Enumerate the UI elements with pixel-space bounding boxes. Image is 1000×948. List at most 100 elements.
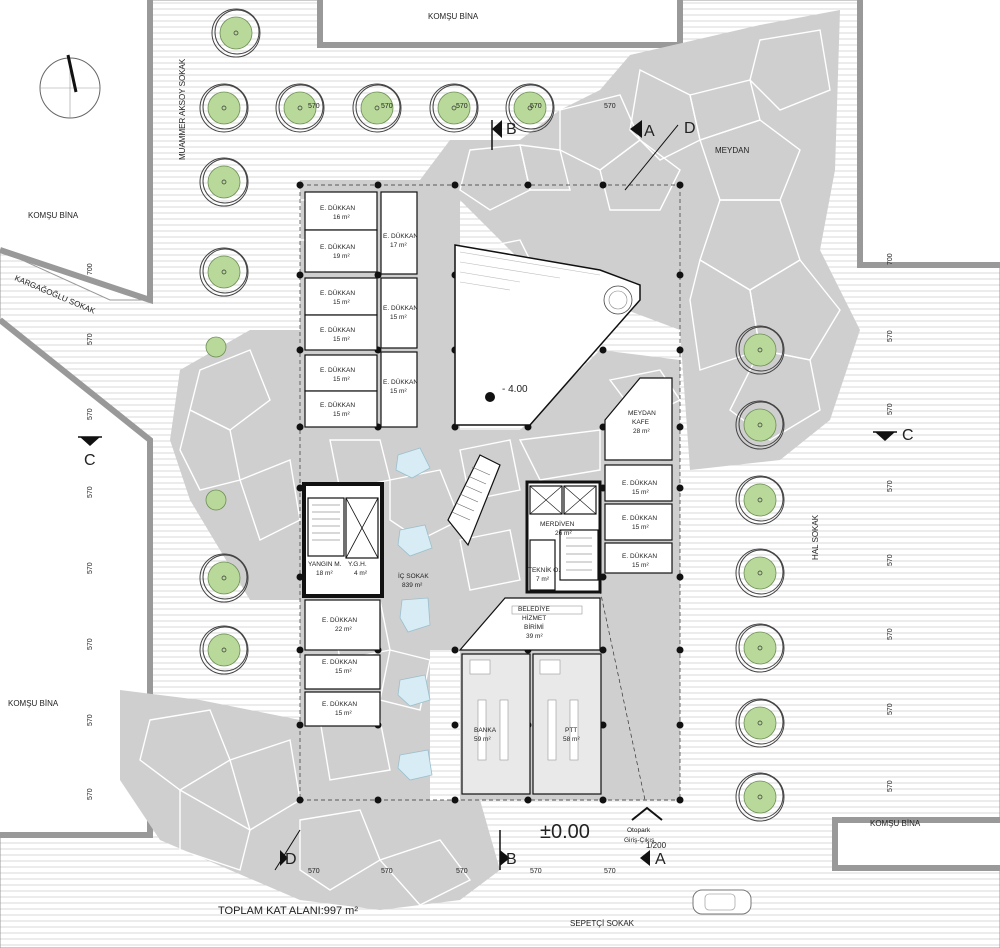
structural-column <box>451 721 459 729</box>
water-features <box>395 447 433 781</box>
shop-l1-area: 16 m² <box>333 214 350 221</box>
belediye-name-2: HİZMET <box>522 613 546 622</box>
tree-icon <box>275 83 325 133</box>
shrub-icon <box>205 489 227 511</box>
right-shop-block <box>604 377 673 574</box>
section-b-bottom: B <box>506 851 517 868</box>
structural-column <box>676 721 684 729</box>
dimensions: 570 570 570 570 570 570 570 570 570 570 … <box>87 103 894 875</box>
shop-l4-name: E. DÜKKAN <box>320 326 355 334</box>
belediye-name-3: BİRİMİ <box>524 622 544 631</box>
structural-column <box>676 646 684 654</box>
yangin-area: 18 m² <box>316 570 333 577</box>
lower-left-shops <box>304 599 381 727</box>
structural-column <box>374 271 382 279</box>
cafe-name-2: KAFE <box>632 419 650 426</box>
section-a-bottom: A <box>655 851 666 868</box>
central-stair <box>447 454 501 547</box>
dim-left-8: 570 <box>87 788 94 800</box>
dim-left-2: 570 <box>87 333 94 345</box>
ygh-area: 4 m² <box>354 570 368 577</box>
shop-l1-name: E. DÜKKAN <box>320 204 355 212</box>
floor-level-label: ±0.00 <box>540 821 590 843</box>
tree-icon <box>199 157 249 207</box>
structural-column <box>676 346 684 354</box>
shop-m2-name: E. DÜKKAN <box>383 304 418 312</box>
ic-sokak-name: İÇ SOKAK <box>398 571 429 580</box>
belediye-name-1: BELEDİYE <box>518 604 550 613</box>
cafe-name-1: MEYDAN <box>628 410 656 417</box>
structural-column <box>676 573 684 581</box>
shrub-icon <box>205 336 227 358</box>
public-services <box>458 597 602 795</box>
structural-column <box>296 484 304 492</box>
total-area-label: TOPLAM KAT ALANI:997 m² <box>218 905 358 917</box>
neighbour-left-upper-label: KOMŞU BİNA <box>28 211 79 220</box>
meydan-label: MEYDAN <box>715 146 749 155</box>
cafe-area: 28 m² <box>633 428 650 435</box>
tree-icon <box>505 83 555 133</box>
ptt-name: PTT <box>565 727 577 734</box>
dim-top-3: 570 <box>456 103 468 110</box>
structural-column <box>296 646 304 654</box>
tree-icon <box>211 8 261 58</box>
structural-column <box>676 796 684 804</box>
shop-m3-area: 15 m² <box>390 388 407 395</box>
shop-m3-name: E. DÜKKAN <box>383 378 418 386</box>
dim-right-1: 700 <box>887 253 894 265</box>
core-right <box>525 480 602 594</box>
shop-r2-area: 15 m² <box>632 524 649 531</box>
otopark-label-2: Giriş-Çıkış <box>624 837 655 844</box>
tree-icon <box>735 772 785 822</box>
shop-ll1-area: 22 m² <box>335 626 352 633</box>
shop-r2-name: E. DÜKKAN <box>622 514 657 522</box>
structural-column <box>451 646 459 654</box>
dim-bottom-5: 570 <box>604 868 616 875</box>
dim-right-4: 570 <box>887 480 894 492</box>
tree-icon <box>735 623 785 673</box>
shop-l2-name: E. DÜKKAN <box>320 243 355 251</box>
dim-right-8: 570 <box>887 780 894 792</box>
street-muammer-aksoy: MUAMMER AKSOY SOKAK <box>178 58 187 160</box>
section-b-top: B <box>506 121 517 138</box>
merdiven-name: MERDİVEN <box>540 519 575 528</box>
otopark-label-1: Otopark <box>627 827 651 834</box>
tree-icon <box>199 625 249 675</box>
section-c-right: C <box>902 427 914 444</box>
structural-column <box>599 646 607 654</box>
tree-icon <box>735 400 785 450</box>
dim-bottom-4: 570 <box>530 868 542 875</box>
core-left <box>302 482 384 598</box>
tree-icon <box>735 325 785 375</box>
structural-column <box>524 181 532 189</box>
shop-r1-area: 15 m² <box>632 489 649 496</box>
shop-l3-name: E. DÜKKAN <box>320 289 355 297</box>
teknik-name: TEKNİK O. <box>528 565 560 574</box>
level-marker: - 4.00 <box>485 384 528 402</box>
structural-column <box>451 796 459 804</box>
tree-icon <box>199 247 249 297</box>
street-sepetci: SEPETÇİ SOKAK <box>570 919 635 928</box>
scale-label: 1/200 <box>646 841 667 850</box>
merdiven-area: 26 m² <box>555 530 572 537</box>
structural-column <box>599 181 607 189</box>
dim-bottom-2: 570 <box>381 868 393 875</box>
tree-icon <box>735 698 785 748</box>
dim-bottom-3: 570 <box>456 868 468 875</box>
left-shop-block <box>304 191 418 428</box>
structural-column <box>524 796 532 804</box>
structural-column <box>374 796 382 804</box>
shop-m1-name: E. DÜKKAN <box>383 232 418 240</box>
shop-m1-area: 17 m² <box>390 242 407 249</box>
shop-ll2-area: 15 m² <box>335 668 352 675</box>
central-void: - 4.00 <box>454 244 641 426</box>
section-d-bottom: D <box>285 851 297 868</box>
tree-icon <box>429 83 479 133</box>
tree-icon <box>735 548 785 598</box>
banka-area: 59 m² <box>474 736 491 743</box>
structural-column <box>676 484 684 492</box>
ic-sokak-area: 839 m² <box>402 582 423 589</box>
neighbour-buildings <box>0 0 1000 871</box>
ygh-name: Y.G.H. <box>348 561 367 568</box>
